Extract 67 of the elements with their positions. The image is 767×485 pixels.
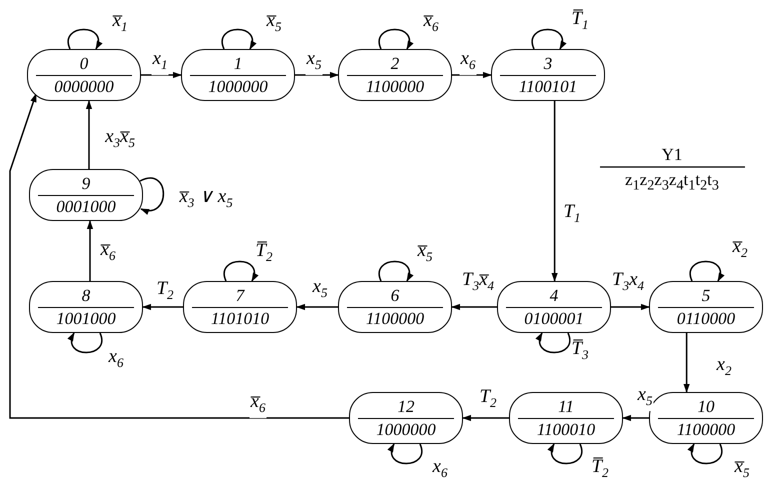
state-number: 9 — [82, 174, 90, 192]
self-loop-arrow — [222, 28, 256, 50]
self-loop-arrow — [688, 443, 722, 464]
state-code: 1100000 — [366, 78, 424, 96]
state-code: 1100000 — [676, 420, 736, 438]
transition-arrow — [86, 100, 92, 169]
transition-arrow — [9, 93, 349, 419]
transition-arrow — [611, 304, 650, 310]
transition-arrow — [551, 101, 558, 282]
transition-arrow — [622, 414, 649, 422]
transition-arrow — [141, 72, 182, 78]
transition-arrow — [86, 220, 94, 281]
state-code: 1100000 — [366, 310, 424, 328]
state-node — [29, 169, 143, 221]
state-number: 4 — [550, 286, 558, 304]
state-number: 8 — [82, 286, 90, 304]
state-code: 1000000 — [376, 420, 436, 438]
state-node — [497, 281, 611, 333]
state-node — [29, 281, 143, 333]
output-variables: z$_{1}$z$_{2}$z$_{3}$z$_{4}$t$_{1}$t$_{2}$t$_{3}$ — [625, 170, 719, 194]
state-node — [181, 49, 295, 101]
self-loop-arrow — [68, 28, 102, 50]
self-loop-arrow — [378, 260, 413, 282]
self-loop-arrow — [690, 260, 724, 282]
transition-arrow — [142, 304, 183, 310]
state-code: 0000000 — [54, 78, 114, 96]
state-number: 3 — [544, 54, 552, 72]
state-code: 1000000 — [208, 78, 268, 96]
state-code: 0100001 — [524, 310, 584, 328]
transition-arrow — [296, 304, 338, 310]
state-code: 1100101 — [518, 78, 578, 96]
state-number: 6 — [390, 286, 400, 304]
self-loop-arrow — [548, 443, 582, 464]
self-loop-arrow — [378, 28, 413, 50]
state-number: 11 — [558, 398, 574, 416]
output-name: Y1 — [662, 145, 682, 165]
transition-arrow — [683, 333, 690, 393]
state-node — [509, 392, 623, 444]
state-node — [349, 392, 463, 444]
self-loop-arrow — [532, 28, 566, 50]
state-number: 12 — [398, 398, 414, 416]
self-loop-arrow — [140, 178, 164, 214]
state-node — [27, 49, 141, 101]
state-node — [649, 281, 763, 333]
state-node — [491, 49, 605, 101]
transition-arrow — [295, 72, 339, 78]
transition-arrow — [452, 72, 492, 78]
state-number: 0 — [80, 54, 88, 72]
self-loop-arrow — [224, 260, 258, 282]
self-loop-arrow — [388, 443, 422, 464]
state-node — [338, 281, 452, 333]
self-loop-arrow — [68, 332, 102, 354]
state-node — [338, 49, 452, 101]
state-code: 1100010 — [536, 420, 596, 438]
transition-arrow — [462, 414, 509, 422]
state-number: 5 — [702, 286, 710, 304]
state-code: 0001000 — [56, 198, 116, 216]
state-number: 10 — [698, 398, 714, 416]
state-node — [183, 281, 297, 333]
state-code: 1001000 — [56, 310, 116, 328]
state-code: 1101010 — [210, 310, 270, 328]
state-number: 1 — [234, 54, 242, 72]
state-number: 2 — [390, 54, 400, 72]
self-loop-arrow — [536, 332, 570, 354]
transition-arrow — [451, 304, 497, 310]
state-code: 0110000 — [676, 310, 736, 328]
state-number: 7 — [236, 286, 244, 304]
